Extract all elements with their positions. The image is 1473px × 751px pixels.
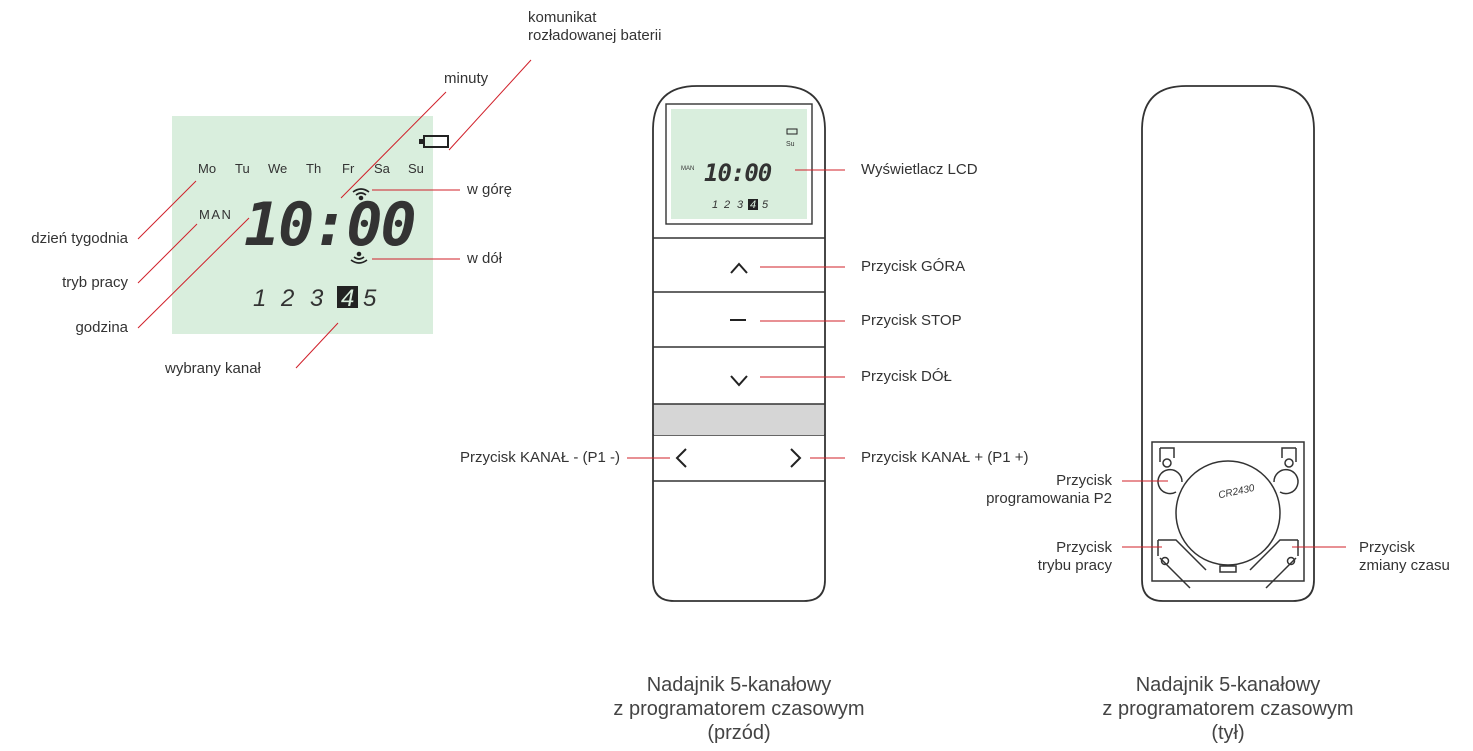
lcd-mode: MAN <box>199 207 232 222</box>
label-hour: godzina <box>75 319 128 336</box>
caption-front: Nadajnik 5-kanałowy z programatorem czas… <box>589 673 889 745</box>
front-lcd-channel-selected: 4 <box>750 199 756 211</box>
caption-front-line1: Nadajnik 5-kanałowy <box>646 674 832 696</box>
signal-down-icon <box>350 251 368 264</box>
front-button-channel-plus[interactable] <box>739 436 824 480</box>
label-down: w dół <box>467 250 503 267</box>
label-battery-line2: rozładowanej baterii <box>528 27 662 44</box>
label-stop-button: Przycisk STOP <box>861 312 962 329</box>
label-channel-minus: Przycisk KANAŁ - (P1 -) <box>459 449 620 466</box>
lcd-channel-row: 1 2 3 4 5 <box>253 285 377 312</box>
label-battery-line1: komunikat <box>528 9 597 26</box>
lcd-day: Fr <box>342 161 355 176</box>
lcd-day: Th <box>306 161 321 176</box>
lcd-leader-lines <box>137 59 532 369</box>
label-mode-line2: trybu pracy <box>1037 557 1112 574</box>
label-weekday: dzień tygodnia <box>31 230 128 247</box>
chevron-up-icon <box>730 262 748 274</box>
label-time-button: Przycisk zmiany czasu <box>1359 539 1450 575</box>
lcd-day: Tu <box>235 161 250 176</box>
label-p2-line1: Przycisk <box>1056 472 1112 489</box>
label-channel: wybrany kanał <box>165 360 261 377</box>
label-p2-line2: programowania P2 <box>986 490 1112 507</box>
lcd-channel: 5 <box>363 285 377 312</box>
battery-cell <box>1175 460 1281 566</box>
lcd-day-row: Mo Tu We Th Fr Sa Su <box>198 161 424 176</box>
back-remote-body <box>1141 85 1315 602</box>
front-lcd-time: 10:00 <box>704 159 772 187</box>
battery-icon <box>419 135 449 148</box>
front-button-channel-minus[interactable] <box>654 436 739 480</box>
chevron-down-icon <box>730 375 748 387</box>
label-down-button: Przycisk DÓŁ <box>861 368 952 385</box>
front-lcd-channel: 3 <box>737 199 744 211</box>
lcd-channel: 3 <box>310 285 324 312</box>
front-lcd-day: Su <box>786 141 795 148</box>
caption-back: Nadajnik 5-kanałowy z programatorem czas… <box>1078 673 1378 745</box>
label-mode-button: Przycisk trybu pracy <box>1038 539 1112 575</box>
lcd-channel-selected: 4 <box>341 285 354 312</box>
front-lcd-channel-row: 1 2 3 4 5 <box>712 199 769 211</box>
lcd-day: Mo <box>198 161 216 176</box>
front-battery-icon <box>786 128 798 135</box>
lcd-day: We <box>268 161 287 176</box>
battery-compartment <box>1151 441 1305 589</box>
front-button-down[interactable] <box>654 348 824 403</box>
front-lcd-channel: 2 <box>723 199 730 211</box>
label-up: w górę <box>467 181 513 198</box>
signal-up-icon <box>352 188 370 201</box>
label-up-button: Przycisk GÓRA <box>861 258 966 275</box>
front-button-up[interactable] <box>654 239 824 291</box>
front-leader-lines <box>627 169 845 459</box>
label-time-line2: zmiany czasu <box>1359 557 1450 574</box>
front-lcd-screen <box>671 109 807 219</box>
front-button-stop[interactable] <box>654 293 824 346</box>
front-gray-band <box>654 404 824 435</box>
front-lcd-channel: 1 <box>712 199 718 211</box>
lcd-channel-selected-box <box>337 286 358 308</box>
front-lcd-channel: 5 <box>762 199 769 211</box>
label-mode: tryb pracy <box>62 274 128 291</box>
caption-back-line2: z programatorem czasowym <box>1102 698 1354 720</box>
label-channel-plus: Przycisk KANAŁ + (P1 +) <box>861 449 1029 466</box>
label-battery-warning: komunikat rozładowanej baterii <box>528 9 661 45</box>
label-p2-button: Przycisk programowania P2 <box>986 472 1112 508</box>
caption-front-line2: z programatorem czasowym <box>613 698 865 720</box>
label-lcd: Wyświetlacz LCD <box>861 161 978 178</box>
lcd-day: Su <box>408 161 424 176</box>
caption-front-line3: (przód) <box>707 722 771 744</box>
lcd-time: 10:00 <box>244 190 415 260</box>
lcd-zoom-panel <box>172 116 433 334</box>
chevron-left-icon <box>675 448 687 468</box>
lcd-day: Sa <box>374 161 391 176</box>
lcd-channel: 1 <box>253 285 266 312</box>
label-minutes: minuty <box>444 70 489 87</box>
chevron-right-icon <box>790 448 802 468</box>
caption-back-line3: (tył) <box>1211 722 1245 744</box>
caption-back-line1: Nadajnik 5-kanałowy <box>1135 674 1321 696</box>
front-lcd-mode: MAN <box>681 166 694 172</box>
label-mode-line1: Przycisk <box>1056 539 1112 556</box>
lcd-channel: 2 <box>280 285 294 312</box>
back-leader-lines <box>1122 480 1346 548</box>
label-time-line1: Przycisk <box>1359 539 1415 556</box>
